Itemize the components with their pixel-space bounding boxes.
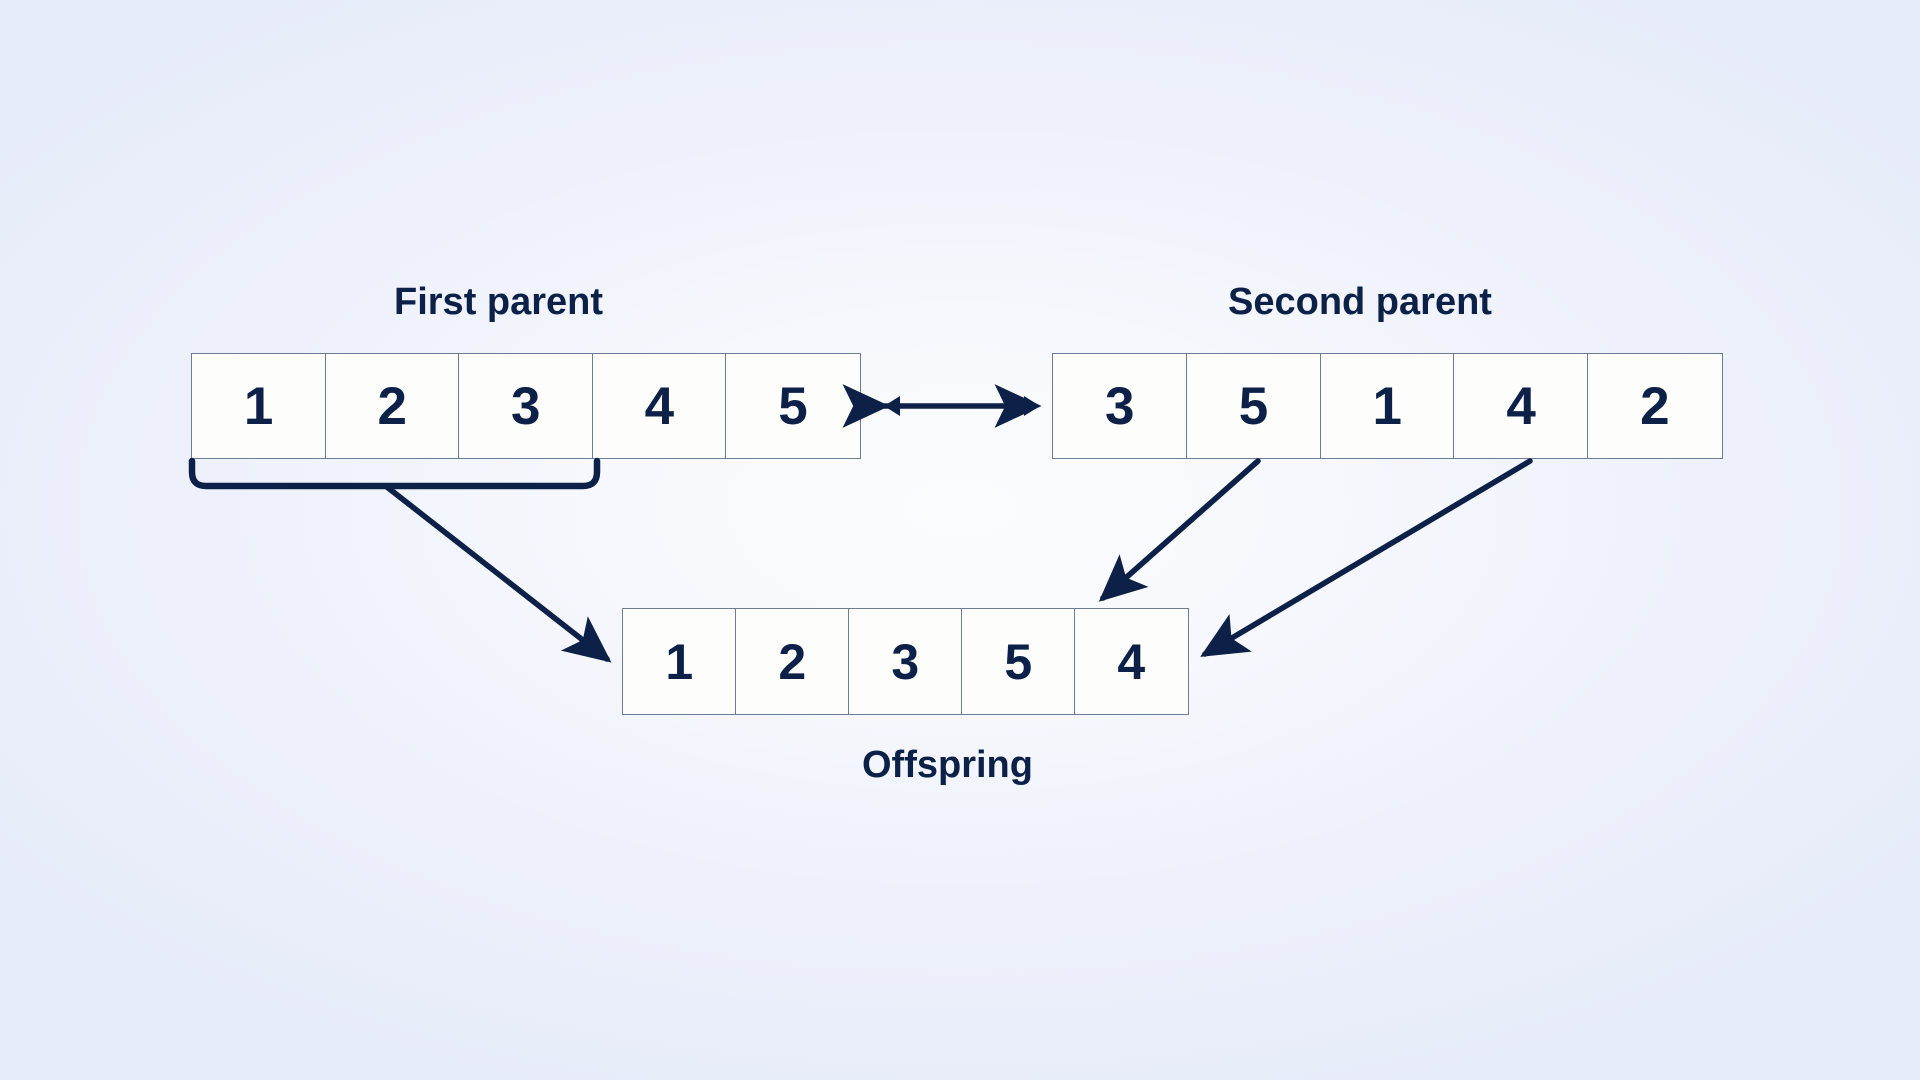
gene-cell[interactable]: 3 [458, 353, 594, 459]
first-parent-chromosome: 1 2 3 4 5 [191, 353, 867, 459]
gene-cell[interactable]: 2 [735, 608, 850, 715]
gene-cell[interactable]: 5 [725, 353, 861, 459]
arrow-exchange-right-head [1024, 396, 1040, 416]
gene-cell[interactable]: 1 [1319, 353, 1455, 459]
gene-cell[interactable]: 4 [1453, 353, 1589, 459]
gene-cell[interactable]: 2 [1587, 353, 1723, 459]
gene-cell[interactable]: 5 [1185, 353, 1322, 459]
gene-cell[interactable]: 1 [622, 608, 737, 715]
gene-cell[interactable]: 2 [324, 353, 460, 459]
second-parent-label: Second parent [1228, 281, 1492, 323]
arrow-second-parent-gene-4-to-offspring [1200, 458, 1533, 657]
first-parent-label: First parent [394, 281, 604, 323]
arrow-first-parent-to-offspring [384, 484, 612, 663]
gene-cell[interactable]: 5 [961, 608, 1076, 715]
arrow-second-parent-gene-5-to-offspring [1098, 458, 1261, 602]
second-parent-chromosome: 3 5 1 4 2 [1052, 353, 1729, 459]
gene-cell[interactable]: 4 [591, 353, 727, 459]
gene-cell[interactable]: 1 [191, 353, 327, 459]
offspring-label: Offspring [862, 744, 1033, 786]
brace-first-parent-segment [188, 457, 601, 490]
gene-cell[interactable]: 3 [848, 608, 963, 715]
gene-cell[interactable]: 4 [1074, 608, 1189, 715]
offspring-chromosome: 1 2 3 5 4 [622, 608, 1195, 715]
arrow-exchange-left-head [884, 396, 900, 416]
gene-cell[interactable]: 3 [1052, 353, 1188, 459]
